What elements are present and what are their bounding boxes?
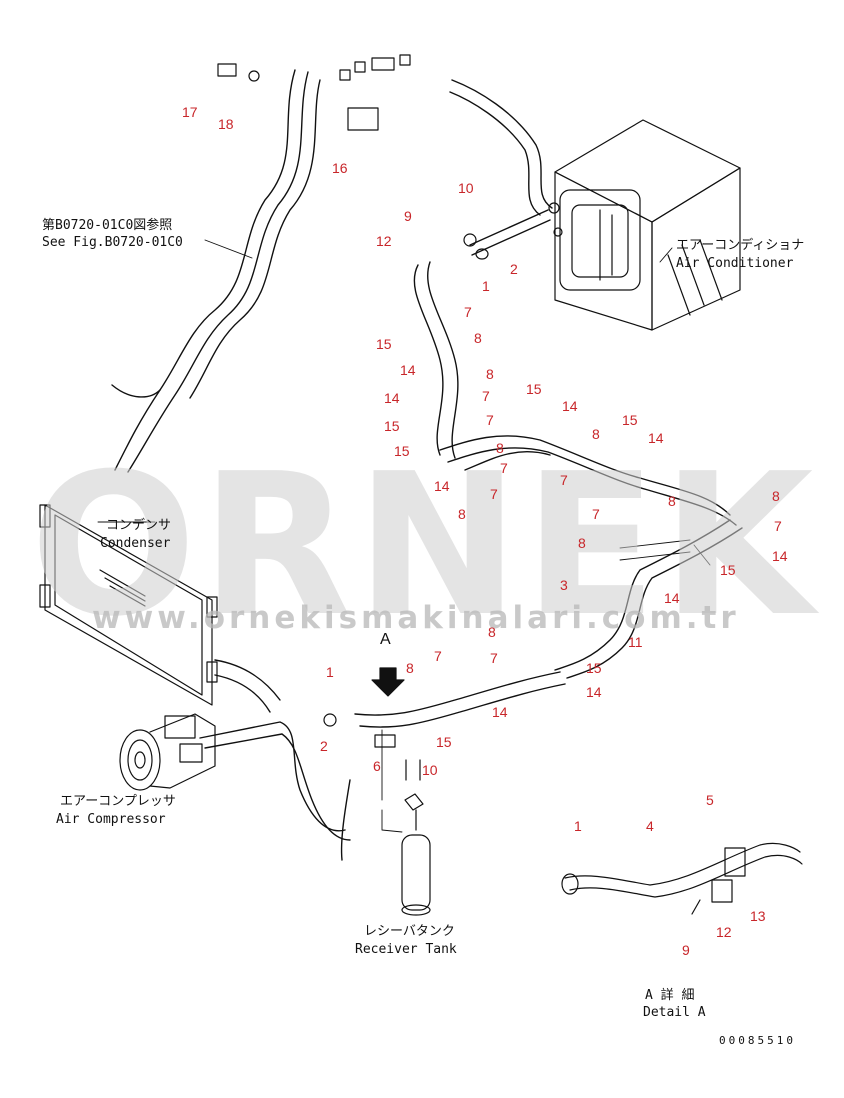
part-number: 18 (218, 116, 234, 132)
part-number: 15 (622, 412, 638, 428)
receiver-tank-label-jp: レシーバタンク (364, 924, 455, 939)
part-number: 15 (526, 381, 542, 397)
part-number: 1 (574, 818, 582, 834)
part-number: 8 (474, 330, 482, 346)
part-number: 7 (490, 650, 498, 666)
part-number: 8 (486, 366, 494, 382)
view-arrow-label: A (380, 631, 391, 648)
part-number: 5 (706, 792, 714, 808)
part-number: 9 (404, 208, 412, 224)
condenser-label-en: Condenser (100, 536, 171, 551)
detail-a-hose (561, 842, 803, 915)
part-number: 8 (772, 488, 780, 504)
see-fig-label-en: See Fig.B0720-01C0 (42, 235, 183, 250)
condenser-unit (39, 504, 218, 706)
part-number: 2 (510, 261, 518, 277)
part-number: 14 (586, 684, 602, 700)
condenser-label-jp: コンデンサ (106, 518, 172, 533)
watermark-letters: ORNEK (30, 432, 818, 660)
part-number: 8 (458, 506, 466, 522)
part-number: 14 (664, 590, 680, 606)
see-fig-label-jp: 第B0720-01C0図参照 (42, 218, 173, 233)
air-conditioner-unit (548, 119, 741, 331)
part-number: 7 (490, 486, 498, 502)
part-number: 14 (648, 430, 664, 446)
part-number: 3 (560, 577, 568, 593)
drawing-code: 00085510 (719, 1034, 796, 1047)
part-number: 7 (486, 412, 494, 428)
hose-lines (111, 69, 743, 861)
part-number: 7 (774, 518, 782, 534)
part-number: 15 (376, 336, 392, 352)
part-number: 14 (400, 362, 416, 378)
air-compressor-label-en: Air Compressor (56, 812, 166, 827)
fittings-top (217, 54, 489, 748)
part-number: 17 (182, 104, 198, 120)
part-number: 11 (628, 634, 643, 650)
part-number: 14 (384, 390, 400, 406)
air-compressor-label-jp: エアーコンプレッサ (60, 794, 176, 809)
part-number: 7 (560, 472, 568, 488)
part-number: 15 (720, 562, 736, 578)
part-number: 15 (586, 660, 602, 676)
leader-lines (97, 239, 711, 833)
part-number: 14 (434, 478, 450, 494)
detail-label-en: Detail A (643, 1005, 706, 1020)
part-number: 12 (716, 924, 732, 940)
part-number: 7 (434, 648, 442, 664)
air-compressor-unit (119, 713, 216, 791)
part-number: 8 (592, 426, 600, 442)
part-number: 8 (488, 624, 496, 640)
part-number: 14 (772, 548, 788, 564)
air-conditioner-label-jp: エアーコンディショナ (676, 238, 805, 253)
part-number: 8 (578, 535, 586, 551)
detail-label-jp: A 詳 細 (645, 988, 695, 1003)
part-number: 15 (384, 418, 400, 434)
part-number: 8 (406, 660, 414, 676)
view-arrow-a (371, 667, 405, 697)
part-number: 6 (373, 758, 381, 774)
part-number: 16 (332, 160, 348, 176)
part-number: 9 (682, 942, 690, 958)
air-conditioner-label-en: Air Conditioner (676, 256, 794, 271)
part-number: 2 (320, 738, 328, 754)
part-number: 15 (436, 734, 452, 750)
part-number: 10 (422, 762, 438, 778)
part-number: 8 (668, 493, 676, 509)
part-number: 10 (458, 180, 474, 196)
part-number: 13 (750, 908, 766, 924)
receiver-tank-unit (401, 759, 431, 916)
part-number: 8 (496, 440, 504, 456)
part-number: 7 (464, 304, 472, 320)
part-number: 15 (394, 443, 410, 459)
part-number: 7 (482, 388, 490, 404)
part-number: 7 (500, 460, 508, 476)
watermark-url: www.ornekismakinalari.com.tr (92, 600, 740, 636)
part-number: 14 (492, 704, 508, 720)
part-number: 1 (482, 278, 490, 294)
part-number: 14 (562, 398, 578, 414)
part-number: 12 (376, 233, 392, 249)
part-number: 4 (646, 818, 654, 834)
part-number: 1 (326, 664, 334, 680)
receiver-tank-label-en: Receiver Tank (355, 942, 457, 957)
part-number: 7 (592, 506, 600, 522)
